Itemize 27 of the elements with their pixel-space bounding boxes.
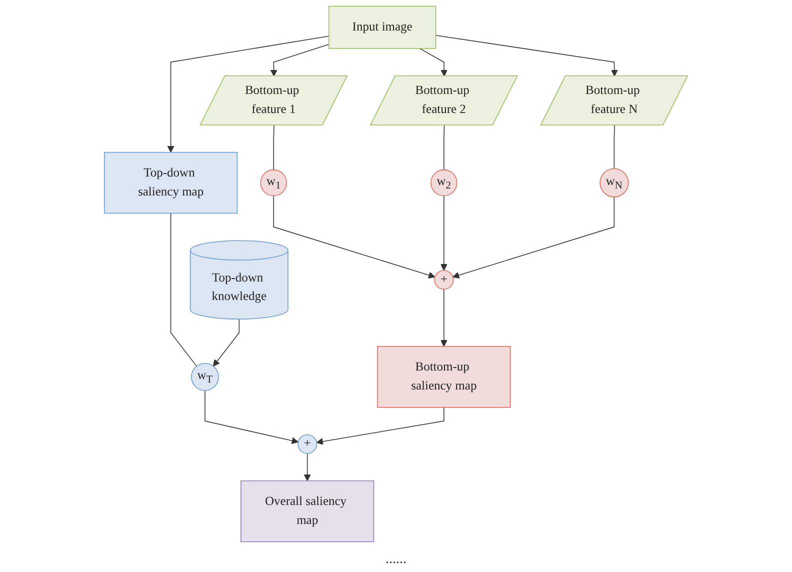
arrow bbox=[304, 453, 311, 482]
arrow bbox=[316, 406, 444, 445]
node-box: Bottom-up saliency map bbox=[377, 346, 511, 408]
node-circle: w$_{T}$ bbox=[191, 362, 219, 391]
node-circle: w$_{2}$ bbox=[430, 169, 458, 196]
node-circle: w$_{N}$ bbox=[600, 168, 629, 198]
arrow bbox=[440, 195, 448, 271]
ellipsis-label: ...... bbox=[386, 552, 406, 567]
arrow bbox=[212, 318, 240, 366]
arrow bbox=[452, 196, 615, 278]
node-box: Overall saliency map bbox=[240, 480, 374, 542]
arrow bbox=[419, 48, 448, 76]
arrow bbox=[435, 34, 618, 76]
arrow bbox=[167, 36, 330, 153]
arrow bbox=[440, 288, 448, 347]
arrow bbox=[273, 195, 436, 278]
arrow bbox=[270, 44, 330, 76]
arrow bbox=[204, 390, 298, 444]
connector bbox=[614, 124, 615, 170]
connector bbox=[444, 124, 445, 170]
node-box: Input image bbox=[328, 6, 436, 49]
node-box: Top-down saliency map bbox=[104, 152, 238, 214]
connector bbox=[273, 124, 274, 170]
node-circle: w$_{1}$ bbox=[260, 169, 287, 196]
node-circle: + bbox=[434, 270, 454, 290]
connector bbox=[170, 212, 198, 367]
node-circle: + bbox=[298, 434, 318, 454]
